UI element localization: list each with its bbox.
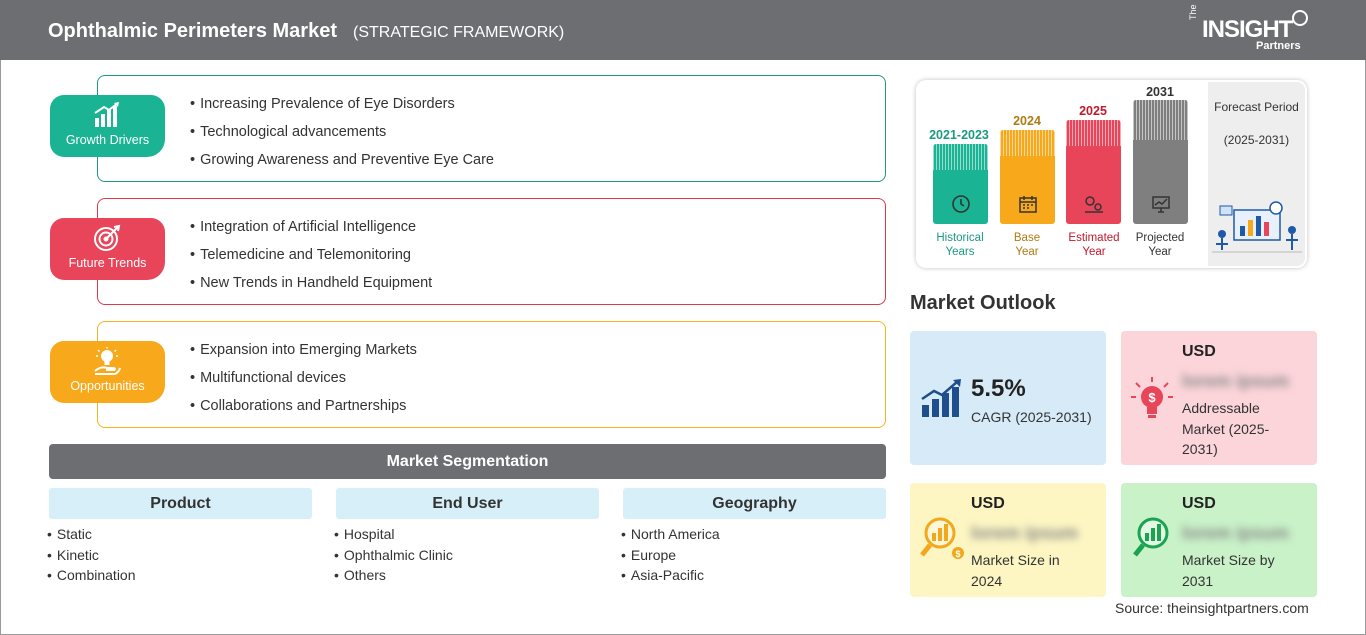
list-item: Technological advancements xyxy=(190,122,494,150)
timeline-year-base: 2024 xyxy=(1013,114,1041,128)
addressable-value: lorem ipsum xyxy=(1182,371,1290,391)
list-item: Multifunctional devices xyxy=(190,368,417,396)
analytics-illustration-icon xyxy=(1212,201,1302,253)
list-item: Increasing Prevalence of Eye Disorders xyxy=(190,94,494,122)
size-2024-usd: USD xyxy=(971,495,1005,512)
timeline-bar-historical xyxy=(933,144,988,224)
addressable-desc: Addressable Market (2025-2031) xyxy=(1182,400,1270,457)
page-subtitle: (STRATEGIC FRAMEWORK) xyxy=(353,24,565,41)
svg-text:$: $ xyxy=(1148,390,1156,405)
insight-partners-logo[interactable]: The INSIGHT Partners xyxy=(1188,4,1313,54)
market-size-2031-card: USD lorem ipsum Market Size by 2031 xyxy=(1121,483,1317,597)
timeline-bar-estimated xyxy=(1066,120,1121,224)
list-item: Collaborations and Partnerships xyxy=(190,396,417,424)
history-clock-icon xyxy=(952,195,970,213)
growth-drivers-badge: Growth Drivers xyxy=(50,95,165,157)
segment-list-end-user: Hospital Ophthalmic Clinic Others xyxy=(334,526,453,588)
growth-drivers-card: Increasing Prevalence of Eye Disorders T… xyxy=(97,75,886,182)
timeline-year-historical: 2021-2023 xyxy=(929,128,989,142)
lightbulb-hand-icon xyxy=(94,347,121,375)
size-2024-desc: Market Size in 2024 xyxy=(971,552,1060,589)
target-icon xyxy=(94,224,121,251)
list-item: Combination xyxy=(47,567,136,588)
list-item: North America xyxy=(621,526,720,547)
opportunities-badge: Opportunities xyxy=(50,341,165,403)
list-item: Europe xyxy=(621,547,720,568)
lightbulb-dollar-icon: $ xyxy=(1131,377,1173,418)
future-trends-card: Integration of Artificial Intelligence T… xyxy=(97,198,886,305)
cagr-value: 5.5% xyxy=(971,375,1026,402)
estimate-gears-icon xyxy=(1085,196,1103,213)
forecast-period: (2025-2031) xyxy=(1223,133,1290,147)
list-item: Static xyxy=(47,526,136,547)
list-item: Growing Awareness and Preventive Eye Car… xyxy=(190,150,494,178)
timeline-year-estimated: 2025 xyxy=(1079,104,1107,118)
size-2031-usd: USD xyxy=(1182,495,1216,512)
page-title: Ophthalmic Perimeters Market xyxy=(48,20,337,42)
header-bar: Ophthalmic Perimeters Market (STRATEGIC … xyxy=(0,0,1366,60)
segment-heading-product: Product xyxy=(49,488,312,519)
magnifier-growth-icon xyxy=(1133,517,1169,557)
logo-ring-icon xyxy=(1292,10,1308,26)
magnifier-chart-icon: $ xyxy=(920,517,964,559)
market-segmentation-title: Market Segmentation xyxy=(49,444,886,479)
timeline-panel: Forecast Period (2025-2031) 2021-2023 Hi… xyxy=(916,80,1307,268)
cagr-label: CAGR (2025-2031) xyxy=(971,409,1092,425)
source-credit[interactable]: Source: theinsightpartners.com xyxy=(1115,600,1309,616)
list-item: Telemedicine and Telemonitoring xyxy=(190,245,432,273)
segment-list-product: Static Kinetic Combination xyxy=(47,526,136,588)
list-item: Kinetic xyxy=(47,547,136,568)
growth-drivers-label: Growth Drivers xyxy=(65,133,150,147)
logo-partners: Partners xyxy=(1256,40,1301,52)
cagr-card: 5.5% CAGR (2025-2031) xyxy=(910,331,1106,465)
presentation-board-icon xyxy=(1152,196,1170,213)
forecast-title: Forecast Period xyxy=(1214,100,1299,114)
logo-the: The xyxy=(1188,4,1198,20)
timeline-year-projected: 2031 xyxy=(1146,85,1174,99)
opportunities-label: Opportunities xyxy=(70,379,145,393)
list-item: Integration of Artificial Intelligence xyxy=(190,217,432,245)
size-2031-value: lorem ipsum xyxy=(1182,523,1290,543)
segment-heading-end-user: End User xyxy=(336,488,599,519)
size-2024-value: lorem ipsum xyxy=(971,523,1079,543)
list-item: Others xyxy=(334,567,453,588)
svg-text:$: $ xyxy=(955,549,960,559)
opportunities-list: Expansion into Emerging Markets Multifun… xyxy=(190,340,417,424)
list-item: Hospital xyxy=(334,526,453,547)
opportunities-card: Expansion into Emerging Markets Multifun… xyxy=(97,321,886,428)
timeline-bar-projected xyxy=(1133,100,1188,224)
future-trends-label: Future Trends xyxy=(68,256,147,270)
market-size-2024-card: $ USD lorem ipsum Market Size in 2024 xyxy=(910,483,1106,597)
future-trends-list: Integration of Artificial Intelligence T… xyxy=(190,217,432,301)
timeline-bar-base xyxy=(1000,130,1055,224)
segment-heading-geography: Geography xyxy=(623,488,886,519)
list-item: New Trends in Handheld Equipment xyxy=(190,273,432,301)
list-item: Ophthalmic Clinic xyxy=(334,547,453,568)
addressable-market-card: $ USD lorem ipsum Addressable Market (20… xyxy=(1121,331,1317,465)
growth-bars-icon xyxy=(921,379,961,417)
list-item: Asia-Pacific xyxy=(621,567,720,588)
market-outlook-title: Market Outlook xyxy=(910,292,1056,314)
growth-chart-icon xyxy=(94,102,119,127)
future-trends-badge: Future Trends xyxy=(50,218,165,280)
segment-list-geography: North America Europe Asia-Pacific xyxy=(621,526,720,588)
addressable-usd: USD xyxy=(1182,343,1216,360)
list-item: Expansion into Emerging Markets xyxy=(190,340,417,368)
growth-drivers-list: Increasing Prevalence of Eye Disorders T… xyxy=(190,94,494,178)
calendar-icon xyxy=(1019,196,1037,213)
logo-insight: INSIGHT xyxy=(1202,16,1293,43)
size-2031-desc: Market Size by 2031 xyxy=(1182,552,1275,589)
